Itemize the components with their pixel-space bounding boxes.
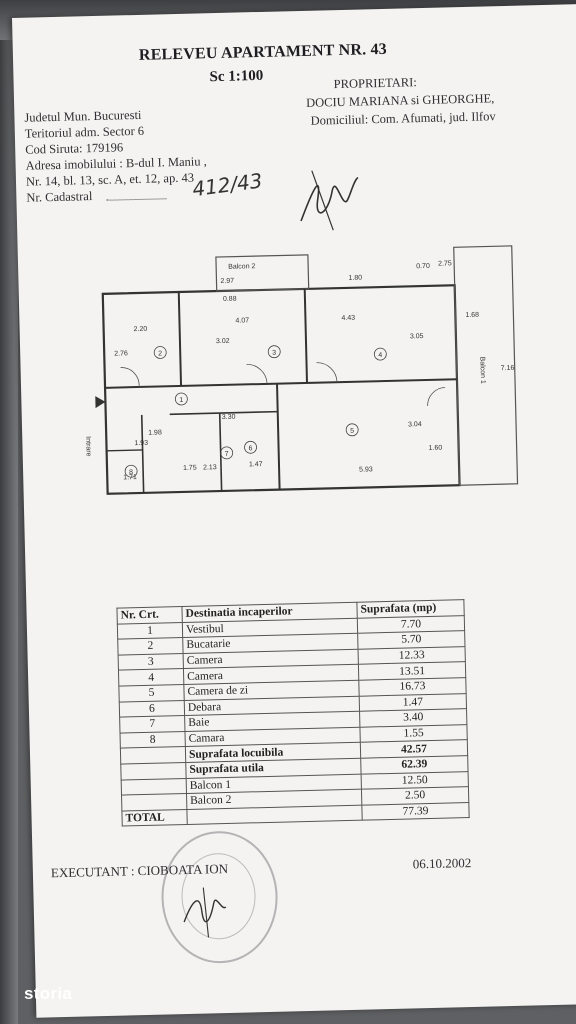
background-edge [0,40,18,1024]
floor-plan-drawing: Balcon 2 Balcon 1 2.97 0.88 1.80 0.70 2.… [84,245,519,495]
address-line-2: Nr. 14, bl. 13, sc. A, et. 12, ap. 43 [25,170,195,189]
room-1-number: 1 [179,397,183,404]
signature-icon [300,170,359,231]
room-7-number: 7 [225,451,229,458]
svg-text:1.98: 1.98 [148,429,162,436]
room-5-number: 5 [350,428,354,435]
owners-names: DOCIU MARIANA si GHEORGHE, [305,91,495,110]
svg-text:0.70: 0.70 [416,263,430,270]
owners-domicile: Domiciliul: Com. Afumati, jud. Ilfov [310,109,496,128]
svg-text:2.75: 2.75 [438,260,452,267]
areas-table: Nr. Crt. Destinatia incaperilor Suprafat… [116,599,470,827]
room-3-number: 3 [272,350,276,357]
svg-text:1.75: 1.75 [183,465,197,472]
svg-text:2.76: 2.76 [114,350,128,357]
document-title: RELEVEU APARTAMENT NR. 43 [138,40,388,64]
scale-label: Sc 1:100 [209,67,264,86]
room-8-number: 8 [129,469,133,476]
teritoriu-line: Teritoriul adm. Sector 6 [24,123,145,141]
svg-text:3.05: 3.05 [410,333,424,340]
owners-label: PROPRIETARI: [333,75,417,92]
balcony-2-label: Balcon 2 [228,263,256,271]
svg-text:1.71: 1.71 [123,474,137,481]
floor-plan: Balcon 2 Balcon 1 2.97 0.88 1.80 0.70 2.… [78,236,525,527]
svg-text:1.47: 1.47 [249,461,263,468]
balcony-1-label: Balcon 1 [478,357,486,385]
svg-text:3.04: 3.04 [408,421,422,428]
document-page: RELEVEU APARTAMENT NR. 43 Sc 1:100 PROPR… [12,3,576,1018]
executant-signature-icon [183,887,227,938]
outer-wall [101,284,461,495]
svg-text:1.93: 1.93 [134,440,148,447]
svg-text:0.88: 0.88 [223,296,237,303]
header-nr: Nr. Crt. [116,606,183,624]
svg-text:5.93: 5.93 [359,466,373,473]
svg-text:1.68: 1.68 [465,312,479,319]
svg-text:2.20: 2.20 [134,326,148,333]
svg-text:3.02: 3.02 [216,338,230,345]
entrance-arrow-icon [95,396,106,409]
svg-text:4.07: 4.07 [235,317,249,324]
room-6-number: 6 [249,445,253,452]
balcony-2-outline [215,254,310,292]
document-date: 06.10.2002 [412,855,472,872]
storia-logo: storia [24,984,73,1003]
balcony-1-outline [453,245,519,486]
svg-text:7.16: 7.16 [501,365,515,372]
svg-text:1.60: 1.60 [429,445,443,452]
svg-text:2.97: 2.97 [220,278,234,285]
svg-text:3.30: 3.30 [222,414,236,421]
svg-text:1.80: 1.80 [348,275,362,282]
cadastral-line: Nr. Cadastral [26,189,93,205]
cadastral-blank [106,198,167,201]
room-2-number: 2 [158,350,162,357]
room-4-number: 4 [378,352,382,359]
svg-text:2.13: 2.13 [203,464,217,471]
entrance-label: Intrare [84,436,91,457]
svg-text:4.43: 4.43 [341,315,355,322]
handwritten-number: 412/43 [190,168,264,202]
